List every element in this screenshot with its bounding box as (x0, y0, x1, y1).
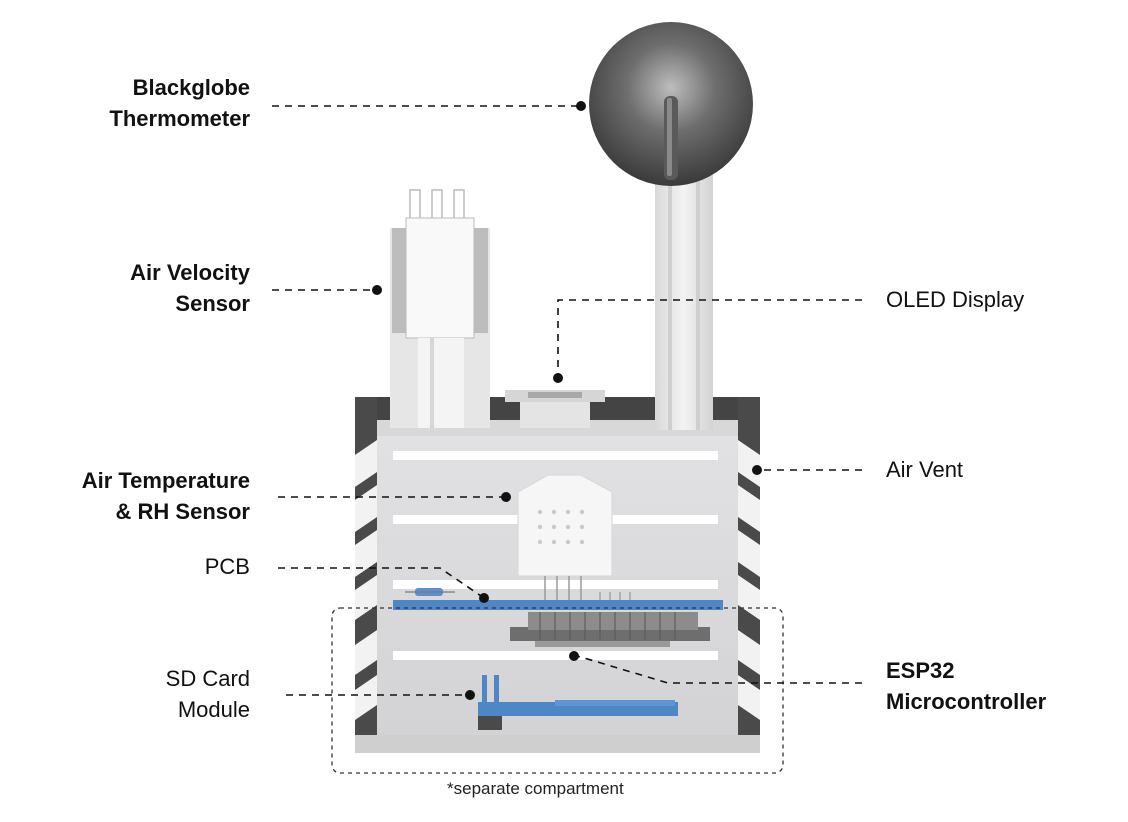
dot-air-velocity (372, 285, 382, 295)
label-oled-display: OLED Display (886, 284, 1024, 315)
oled-display (505, 390, 605, 428)
label-air-temperature-line2: & RH Sensor (82, 496, 250, 527)
globe-stand (655, 175, 713, 430)
label-sd-card-module: SD Card Module (166, 663, 250, 725)
label-oled-text: OLED Display (886, 284, 1024, 315)
label-air-vent-text: Air Vent (886, 454, 963, 485)
dot-oled (553, 373, 563, 383)
label-air-temperature-sensor: Air Temperature & RH Sensor (82, 465, 250, 527)
housing-bottom (355, 735, 760, 753)
label-esp32-microcontroller: ESP32 Microcontroller (886, 655, 1046, 717)
footnote-separate-compartment: *separate compartment (447, 779, 624, 799)
dot-air-temperature (501, 492, 511, 502)
label-blackglobe-line1: Blackglobe (109, 72, 250, 103)
label-air-vent: Air Vent (886, 454, 963, 485)
label-air-velocity-sensor: Air Velocity Sensor (130, 257, 250, 319)
label-blackglobe-thermometer: Blackglobe Thermometer (109, 72, 250, 134)
label-sd-card-line1: SD Card (166, 663, 250, 694)
dot-blackglobe (576, 101, 586, 111)
label-air-temperature-line1: Air Temperature (82, 465, 250, 496)
label-esp32-line1: ESP32 (886, 655, 1046, 686)
dot-pcb (479, 593, 489, 603)
label-pcb: PCB (205, 551, 250, 582)
dot-sd-card (465, 690, 475, 700)
dot-esp32 (569, 651, 579, 661)
blackglobe-thermometer (589, 22, 753, 186)
label-esp32-line2: Microcontroller (886, 686, 1046, 717)
label-sd-card-line2: Module (166, 694, 250, 725)
air-velocity-sensor (390, 190, 490, 428)
label-blackglobe-line2: Thermometer (109, 103, 250, 134)
label-air-velocity-line2: Sensor (130, 288, 250, 319)
label-pcb-text: PCB (205, 551, 250, 582)
label-air-velocity-line1: Air Velocity (130, 257, 250, 288)
dot-air-vent (752, 465, 762, 475)
